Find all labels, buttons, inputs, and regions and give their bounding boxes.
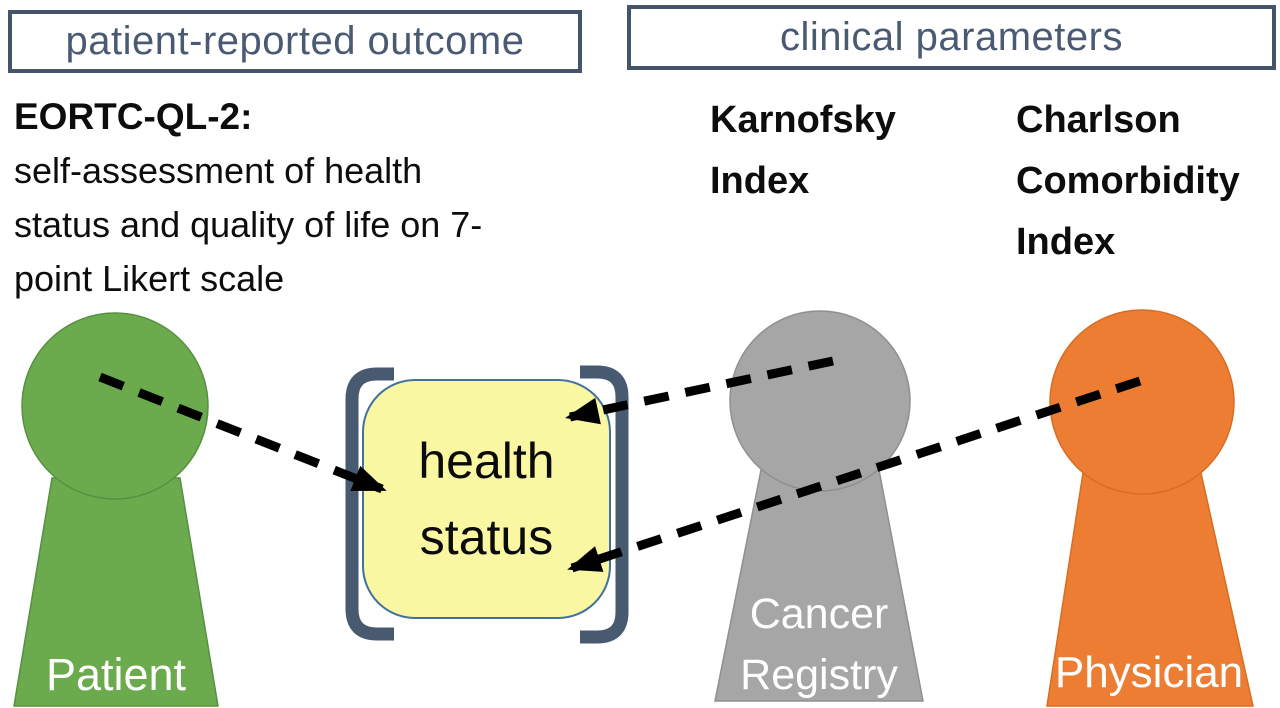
cancer-registry-label-line: Cancer bbox=[749, 590, 889, 638]
patient-figure bbox=[13, 312, 219, 707]
cancer-registry-label: Cancer Registry bbox=[695, 584, 943, 706]
charlson-comorbidity-heading: Charlson Comorbidity Index bbox=[1016, 90, 1280, 273]
eortc-description-line: self-assessment of health bbox=[14, 150, 423, 191]
eortc-description-line: status and quality of life on 7- bbox=[14, 204, 483, 245]
physician-label: Physician bbox=[1054, 648, 1244, 697]
patient-head bbox=[21, 312, 209, 500]
eortc-title: EORTC-QL-2: bbox=[14, 96, 253, 137]
header-patient-reported-outcome: patient-reported outcome bbox=[8, 10, 582, 73]
patient-label: Patient bbox=[45, 649, 187, 700]
left-bracket bbox=[345, 367, 394, 641]
health-status-line: health bbox=[418, 433, 555, 489]
health-status-box bbox=[362, 379, 611, 619]
health-status-label: health status bbox=[363, 380, 610, 618]
karnofsky-line: Index bbox=[710, 160, 810, 202]
charlson-line: Index bbox=[1016, 221, 1116, 263]
charlson-line: Charlson bbox=[1016, 99, 1181, 141]
arrow-physician-to-health-status bbox=[567, 376, 1142, 573]
physician-head bbox=[1049, 309, 1235, 495]
cancer-registry-label-line: Registry bbox=[740, 651, 898, 699]
eortc-block: EORTC-QL-2: self-assessment of health st… bbox=[14, 90, 624, 306]
charlson-line: Comorbidity bbox=[1016, 160, 1240, 202]
health-status-line: status bbox=[419, 509, 554, 565]
arrow-registry-to-health-status bbox=[565, 356, 834, 425]
karnofsky-index-heading: Karnofsky Index bbox=[710, 90, 1010, 212]
header-right-label: clinical parameters bbox=[780, 15, 1123, 59]
right-bracket bbox=[580, 365, 629, 644]
karnofsky-line: Karnofsky bbox=[710, 99, 896, 141]
header-clinical-parameters: clinical parameters bbox=[627, 5, 1276, 70]
eortc-description-line: point Likert scale bbox=[14, 258, 285, 299]
physician-figure bbox=[1046, 309, 1254, 707]
header-left-label: patient-reported outcome bbox=[65, 19, 525, 63]
arrow-patient-to-health-status bbox=[98, 372, 387, 494]
